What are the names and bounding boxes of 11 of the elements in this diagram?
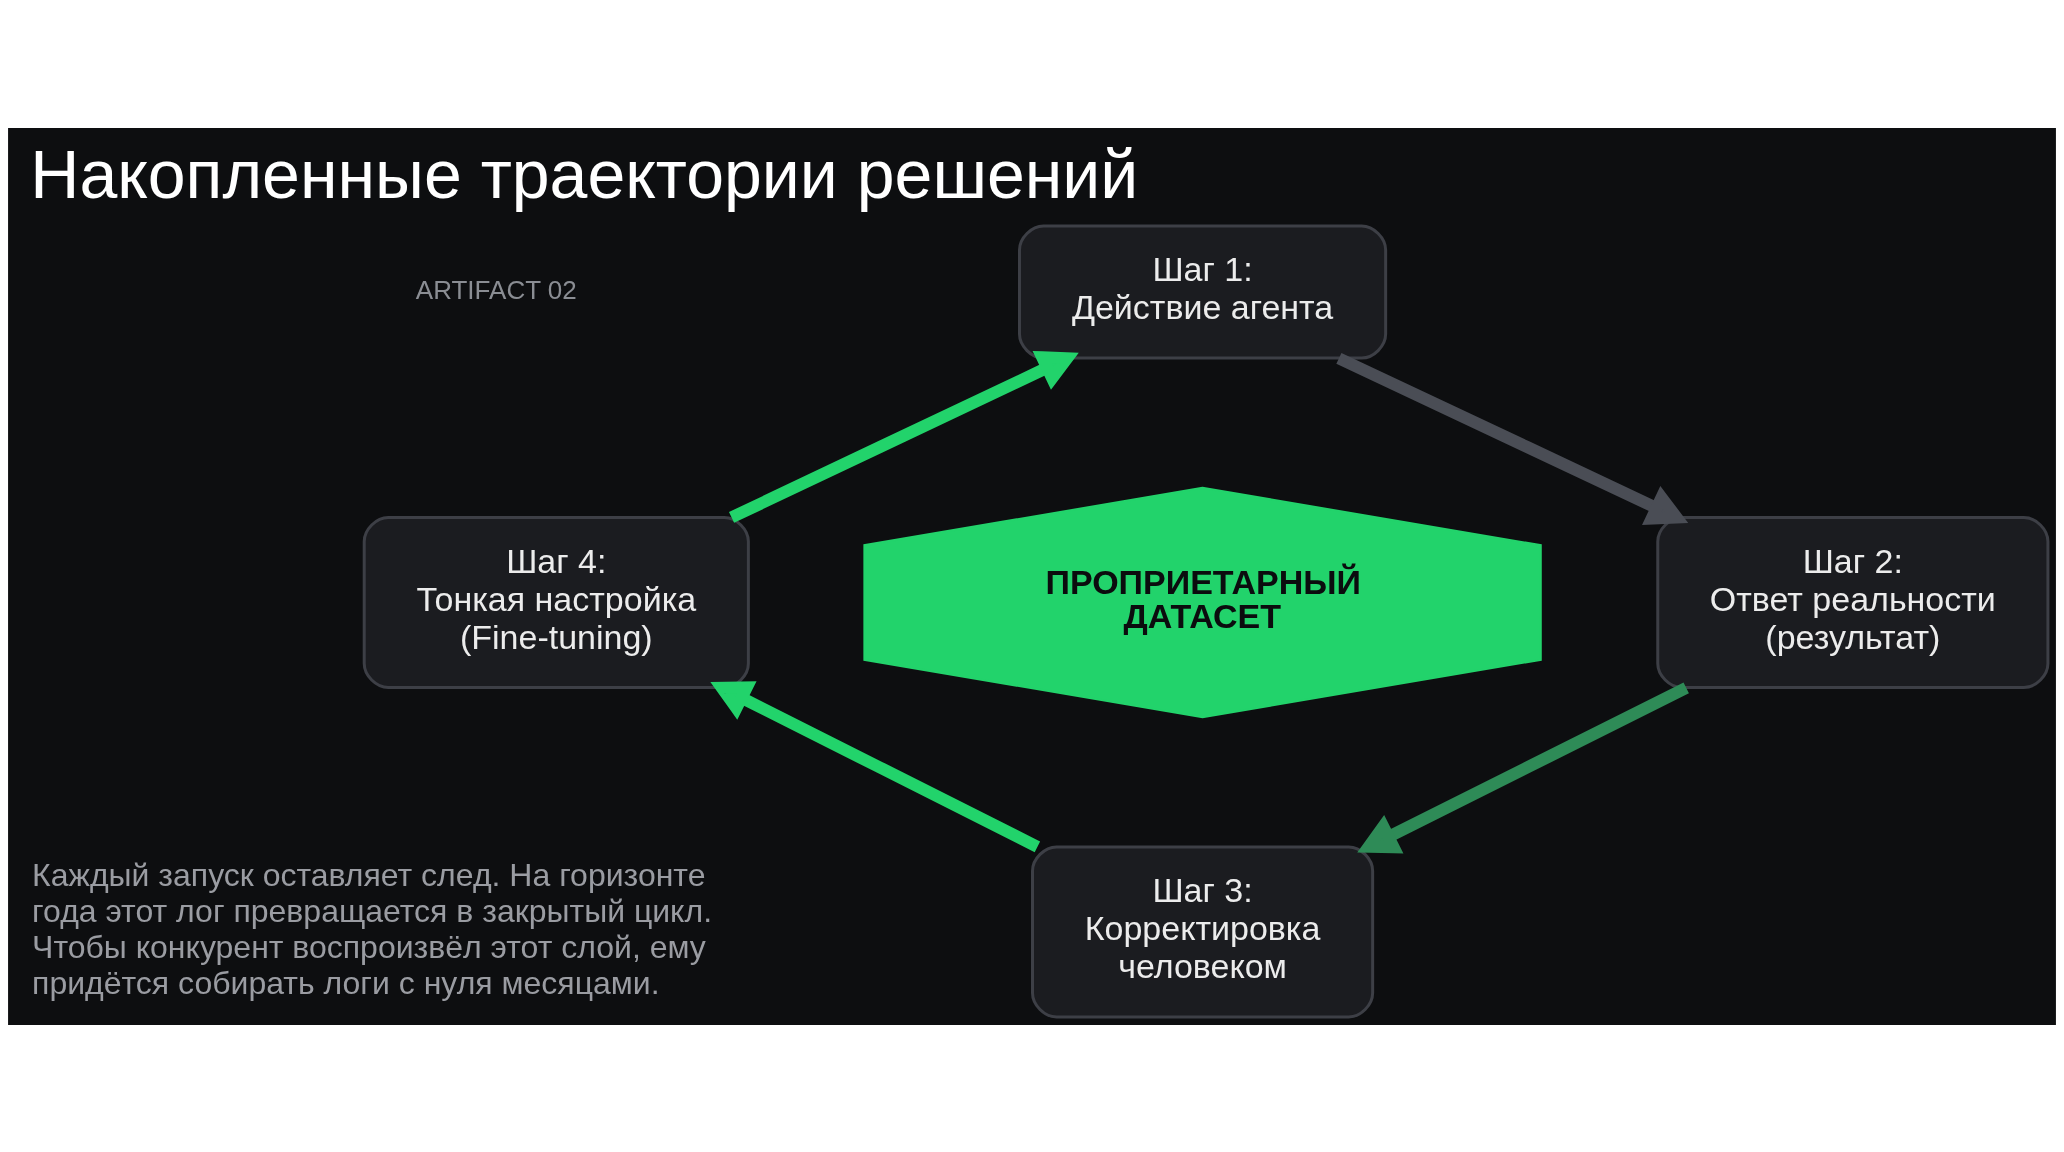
label: ARTIFACT 02	[415, 274, 577, 305]
label: Каждый запуск оставляет след. На горизонте года этот лог превращается в закрытый цикл. Чтобы конкурент воспроизвёл этот слой, ему придётся собирать логи с нуля месяцами.	[32, 856, 713, 1001]
node-box: Шаг 4: Тонкая настройка (Fine-tuning)	[362, 515, 750, 689]
arrow	[710, 680, 1041, 852]
arrow	[1336, 352, 1689, 525]
arrow	[729, 350, 1079, 523]
node-box: Шаг 2: Ответ реальности (результат)	[1656, 515, 2050, 689]
arrow	[1357, 682, 1689, 853]
node-box: Шаг 3: Корректировка человеком	[1031, 844, 1375, 1018]
node-box: Шаг 1: Действие агента	[1018, 224, 1388, 360]
diagram-title: Накопленные траектории решений	[30, 135, 1139, 212]
